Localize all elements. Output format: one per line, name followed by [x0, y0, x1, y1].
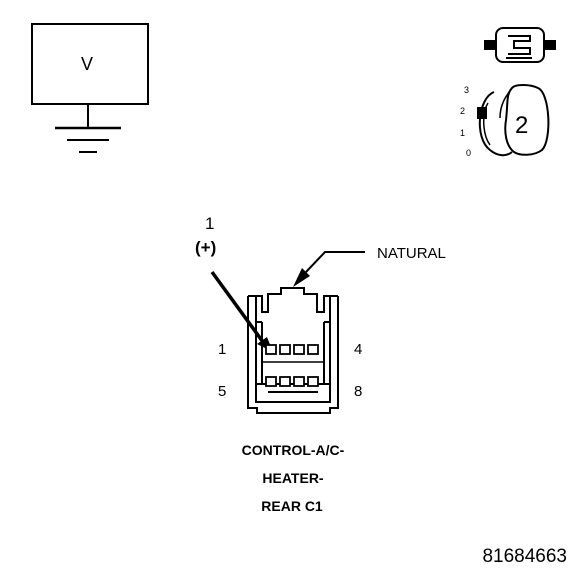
pin-number-5: 5 — [218, 383, 227, 400]
connector-face — [247, 287, 339, 414]
pin-number-1: 1 — [218, 341, 227, 358]
connector-color-label: NATURAL — [377, 245, 446, 262]
cavity-1 — [265, 344, 277, 355]
pin-number-4: 4 — [354, 341, 363, 358]
cavity-5 — [265, 376, 277, 387]
scale-mark-0: 0 — [466, 148, 472, 158]
connector-name-line-1: CONTROL-A/C- — [241, 442, 345, 458]
voltmeter-label: V — [81, 54, 94, 74]
connector-name-line-2: HEATER- — [262, 470, 324, 486]
figure-number: 81684663 — [482, 546, 567, 567]
probe-selector-value: 2 — [515, 112, 529, 139]
cavity-row-top — [265, 344, 319, 355]
probe-selector-icon — [477, 84, 550, 157]
scale-mark-1: 1 — [460, 128, 466, 138]
cavity-row-bottom — [265, 376, 319, 387]
probe-tip-icon — [484, 27, 556, 63]
cavity-4 — [307, 344, 319, 355]
cavity-3 — [293, 344, 305, 355]
cavity-2 — [279, 344, 291, 355]
cavity-6 — [279, 376, 291, 387]
natural-leader-line — [293, 251, 365, 287]
pin-number-8: 8 — [354, 383, 363, 400]
cavity-7 — [293, 376, 305, 387]
scale-mark-3: 3 — [464, 85, 470, 95]
cavity-8 — [307, 376, 319, 387]
pin-callout-number: 1 — [205, 214, 215, 233]
voltmeter-symbol — [31, 23, 149, 153]
connector-name-line-3: REAR C1 — [261, 498, 323, 514]
scale-mark-2: 2 — [460, 106, 466, 116]
pin-callout-polarity: (+) — [195, 238, 217, 257]
